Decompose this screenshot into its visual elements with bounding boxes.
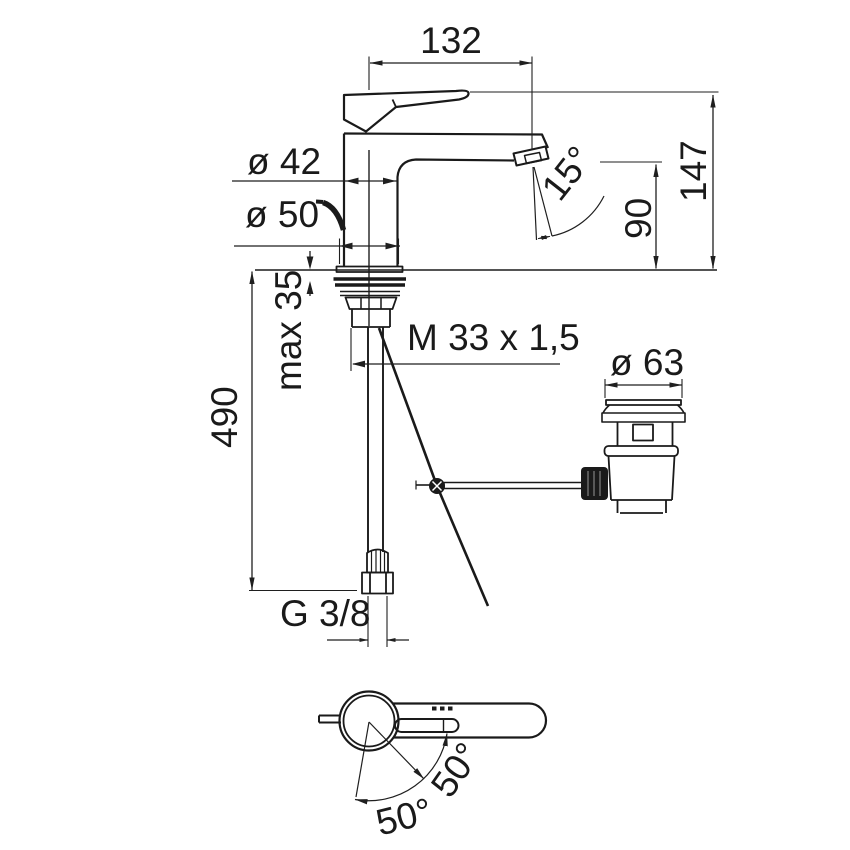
waste-body <box>607 455 676 501</box>
hose-collar-ridges <box>370 549 386 572</box>
dim-50-arrow-right <box>385 242 399 250</box>
waste-adjust-knob <box>581 467 608 500</box>
label-outlet-height: 90 <box>618 198 659 239</box>
waste-plug-shoulders <box>602 404 685 414</box>
label-overall-height: 147 <box>673 140 714 202</box>
label-body-diameter: ø 42 <box>247 141 321 182</box>
lever-dots <box>432 706 453 711</box>
label-spout-reach: 132 <box>420 20 482 61</box>
waste-collar <box>603 445 679 457</box>
waste-upper-ring <box>601 412 686 423</box>
hose-collar <box>366 548 389 574</box>
lever-slot <box>394 718 460 733</box>
waste-assembly <box>581 399 686 514</box>
body-circle-inner <box>342 694 396 748</box>
label-inlet-thread: G 3/8 <box>280 593 371 634</box>
label-outlet-angle: 15° <box>534 139 601 208</box>
label-handle-swing-right: 50° <box>423 735 489 804</box>
waste-neck <box>616 422 674 446</box>
dim-m33-arrow <box>352 360 365 368</box>
label-waste-flange-diameter: ø 63 <box>610 342 684 383</box>
waste-neck-hole <box>632 423 654 442</box>
popup-rod <box>377 327 490 607</box>
waste-tailpipe <box>616 500 667 514</box>
dim-132-ext <box>368 56 533 150</box>
label-hose-length: 490 <box>204 386 245 448</box>
handle <box>342 89 470 133</box>
side-view <box>315 89 583 607</box>
dim-42-arrow-left <box>345 177 359 185</box>
dim-max35-arrow-down <box>306 256 314 270</box>
handle-lever-top-view <box>393 702 548 739</box>
threaded-shank <box>351 309 391 328</box>
spout-top-edge <box>343 132 550 149</box>
rod-pivot-cross <box>431 480 443 492</box>
waste-plug-plate <box>605 399 682 406</box>
dim-42-arrow-right <box>383 177 396 185</box>
mounting-nut-facets <box>360 297 382 309</box>
dim-63-ext <box>604 379 683 398</box>
label-base-diameter: ø 50 <box>245 194 319 235</box>
dim-15-rays <box>532 166 553 241</box>
labels: 132 147 90 15° ø 42 ø 50 max 35 490 M 33… <box>204 20 714 844</box>
top-view <box>318 690 548 805</box>
spout-outlet <box>512 145 550 167</box>
aerator-insert <box>523 151 543 165</box>
handle-detail-line <box>391 99 397 108</box>
dim-50-arrow-left <box>339 242 353 250</box>
swing-ray-a <box>355 721 370 798</box>
seal-washer <box>340 290 400 297</box>
label-mounting-thread: M 33 x 1,5 <box>407 317 580 358</box>
dimensions <box>232 56 719 647</box>
label-handle-swing-left: 50° <box>372 790 436 843</box>
swing-arc <box>354 733 448 805</box>
drain-pull-tip <box>315 199 324 204</box>
hose-nut <box>361 571 394 595</box>
knob-ridges <box>587 471 601 496</box>
dim-50-ext <box>338 238 400 264</box>
dim-15-arc <box>551 195 605 237</box>
horizontal-rod <box>443 481 583 490</box>
label-max-deck-thickness: max 35 <box>268 270 309 391</box>
body-circle-outer <box>338 690 400 752</box>
spout-stub-top <box>318 714 341 724</box>
dim-g38-ext <box>367 596 388 647</box>
dim-15-arrows <box>537 234 551 241</box>
mounting-nut <box>344 296 398 310</box>
dim-max35-arrow-up <box>306 281 314 294</box>
supply-hose <box>367 327 384 552</box>
drain-pull-lever <box>321 199 347 231</box>
spout-underside <box>396 158 515 267</box>
